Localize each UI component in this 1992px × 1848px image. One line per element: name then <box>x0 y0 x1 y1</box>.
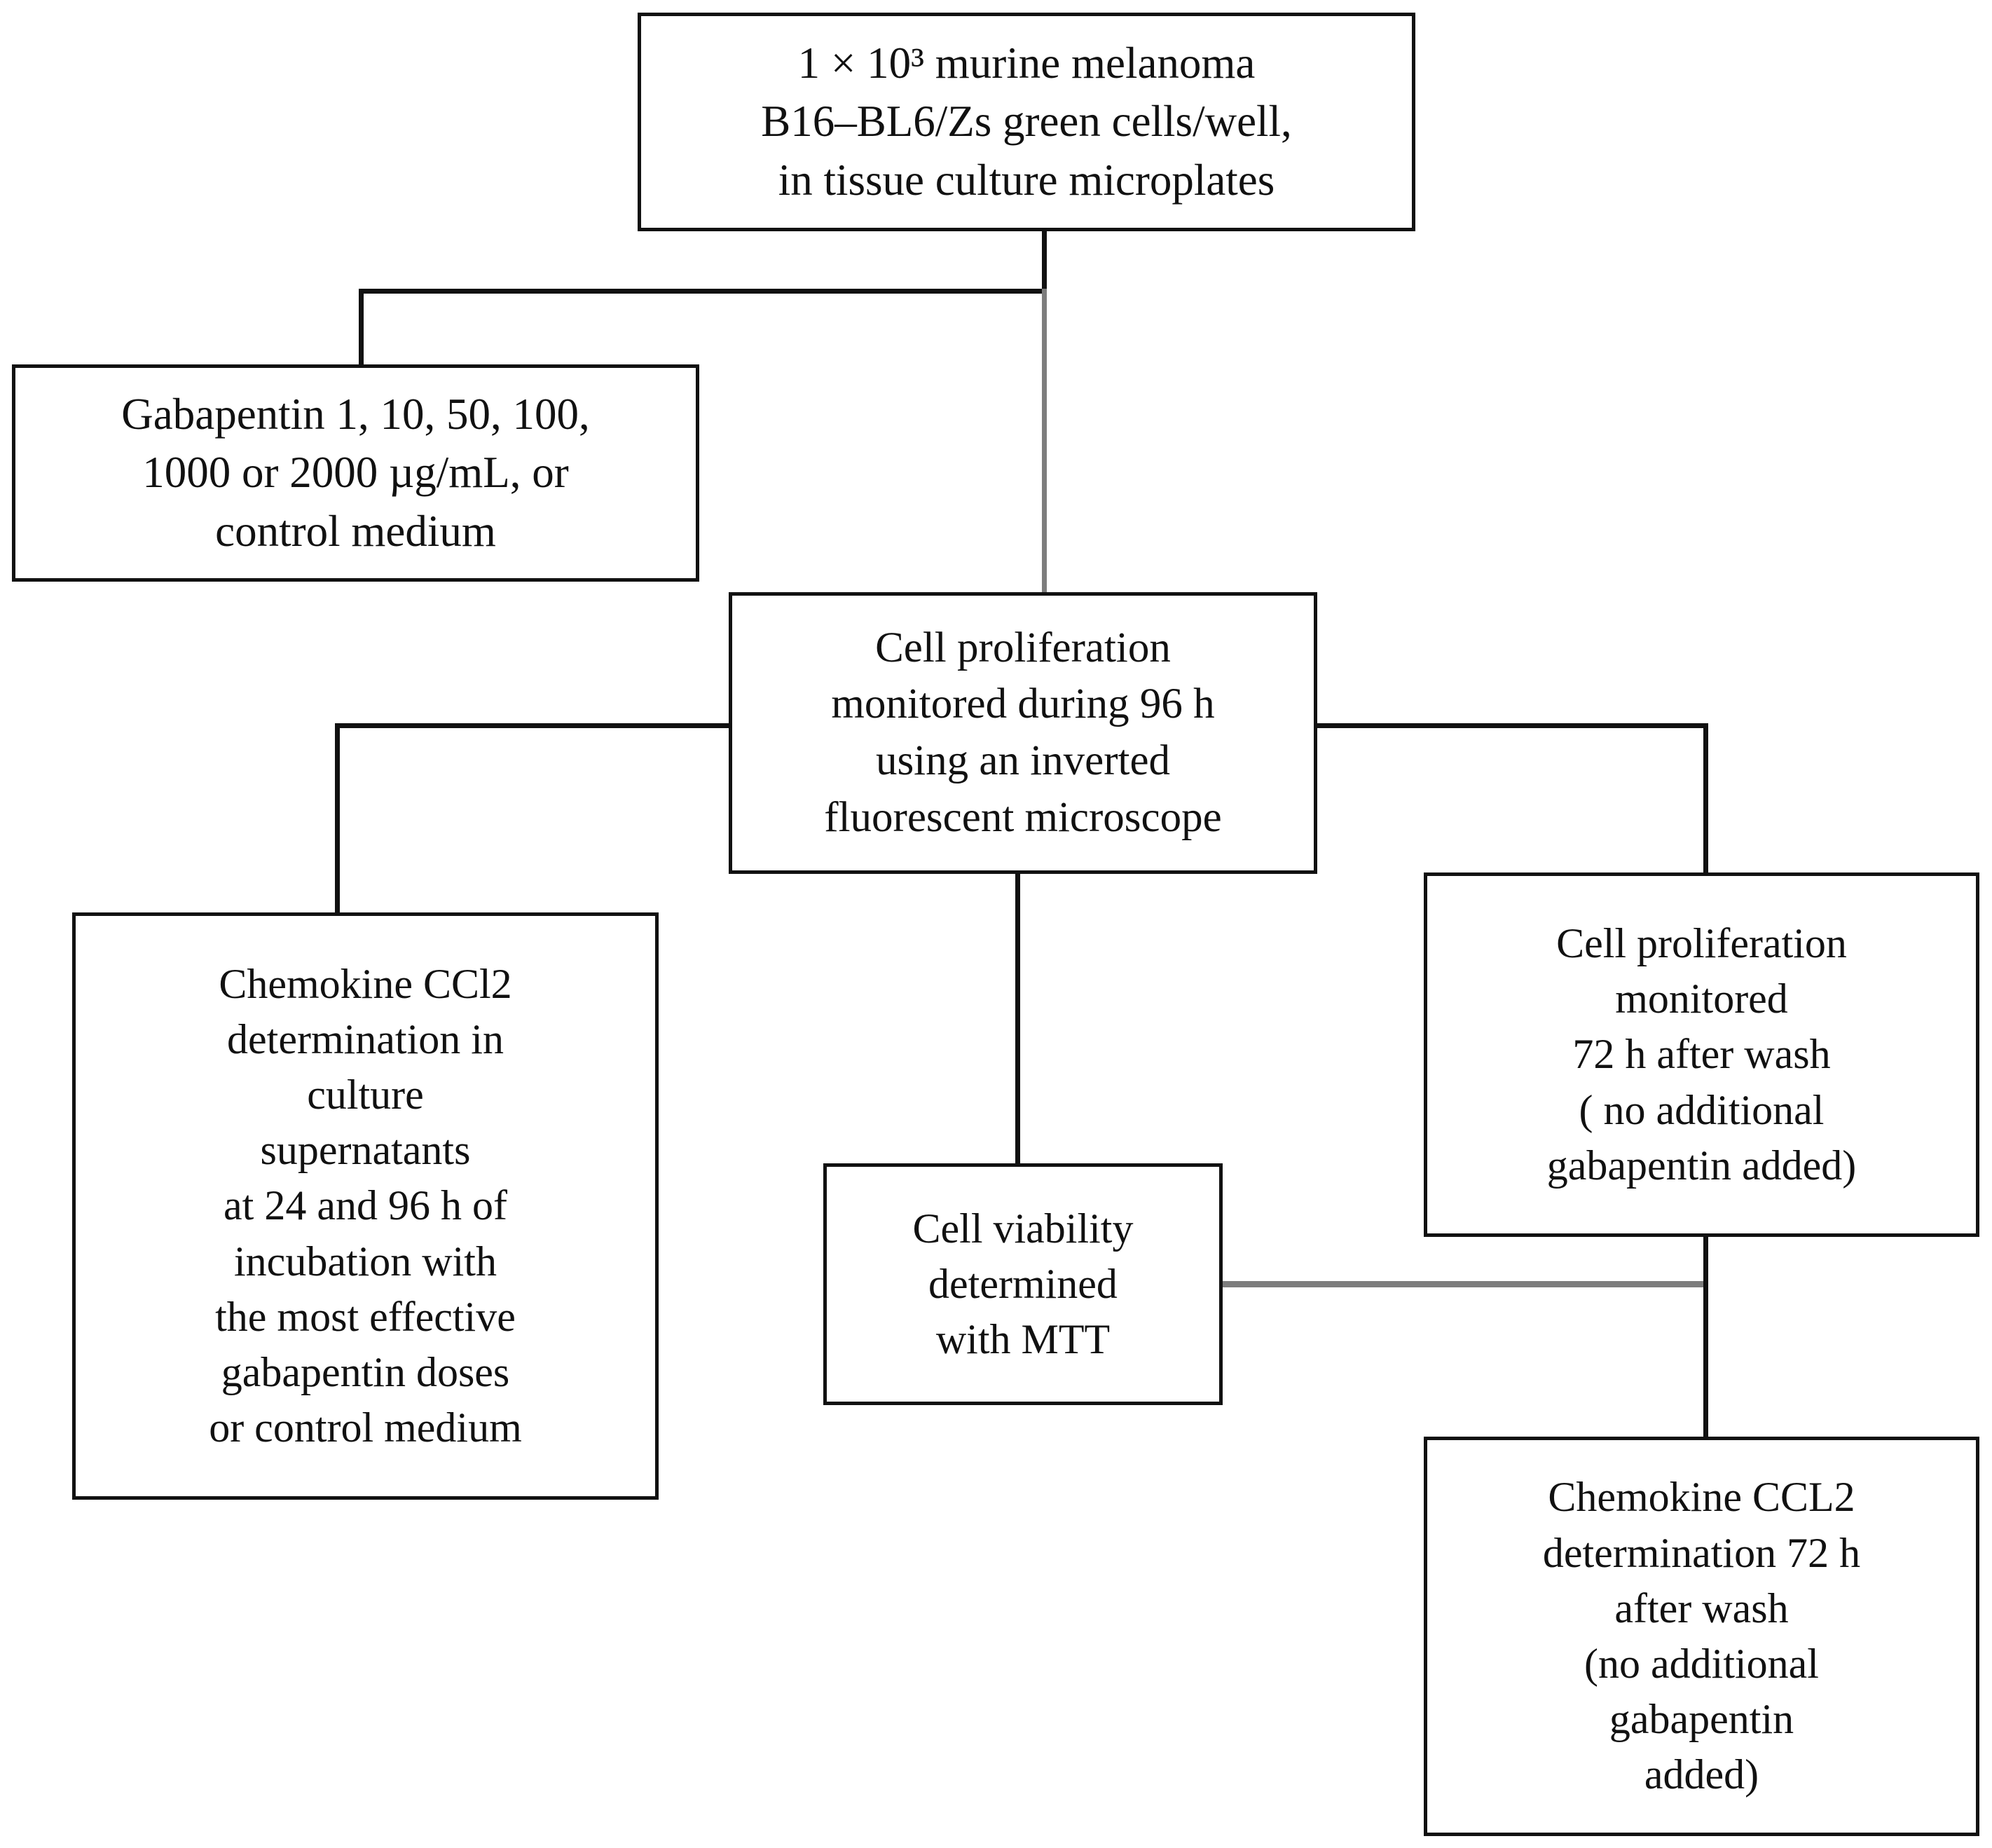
connector-branch-left-drop <box>335 723 340 916</box>
node-seed: 1 × 10³ murine melanoma B16–BL6/Zs green… <box>638 13 1415 231</box>
node-chemokine-ccl2-72h-label: Chemokine CCL2 determination 72 h after … <box>1542 1474 1861 1798</box>
connector-gabapentin-drop <box>359 289 364 367</box>
node-cell-proliferation-72h: Cell proliferation monitored 72 h after … <box>1424 872 1979 1237</box>
node-cell-proliferation-label: Cell proliferation monitored during 96 h… <box>824 624 1222 841</box>
connector-proliferation-to-mtt <box>1015 874 1020 1167</box>
connector-mtt-to-right-rail <box>1223 1281 1708 1287</box>
node-cell-proliferation-72h-label: Cell proliferation monitored 72 h after … <box>1546 920 1857 1189</box>
node-cell-proliferation: Cell proliferation monitored during 96 h… <box>729 592 1317 874</box>
node-cell-viability-mtt-label: Cell viability determined with MTT <box>912 1205 1134 1363</box>
connector-seed-to-gabapentin-horizontal <box>359 289 1045 294</box>
node-cell-viability-mtt: Cell viability determined with MTT <box>823 1163 1223 1405</box>
connector-seed-down <box>1042 231 1047 293</box>
node-gabapentin-label: Gabapentin 1, 10, 50, 100, 1000 or 2000 … <box>121 390 590 556</box>
connector-branch-right-drop <box>1703 723 1708 876</box>
connector-seed-to-proliferation <box>1042 289 1047 595</box>
node-chemokine-ccl2-72h: Chemokine CCL2 determination 72 h after … <box>1424 1437 1979 1836</box>
connector-right-rail-to-ccl2-72h <box>1703 1237 1708 1440</box>
node-gabapentin: Gabapentin 1, 10, 50, 100, 1000 or 2000 … <box>12 364 699 582</box>
node-seed-label: 1 × 10³ murine melanoma B16–BL6/Zs green… <box>761 39 1292 205</box>
node-chemokine-ccl2-supernatants-label: Chemokine CCl2 determination in culture … <box>209 960 522 1451</box>
node-chemokine-ccl2-supernatants: Chemokine CCl2 determination in culture … <box>72 912 659 1500</box>
